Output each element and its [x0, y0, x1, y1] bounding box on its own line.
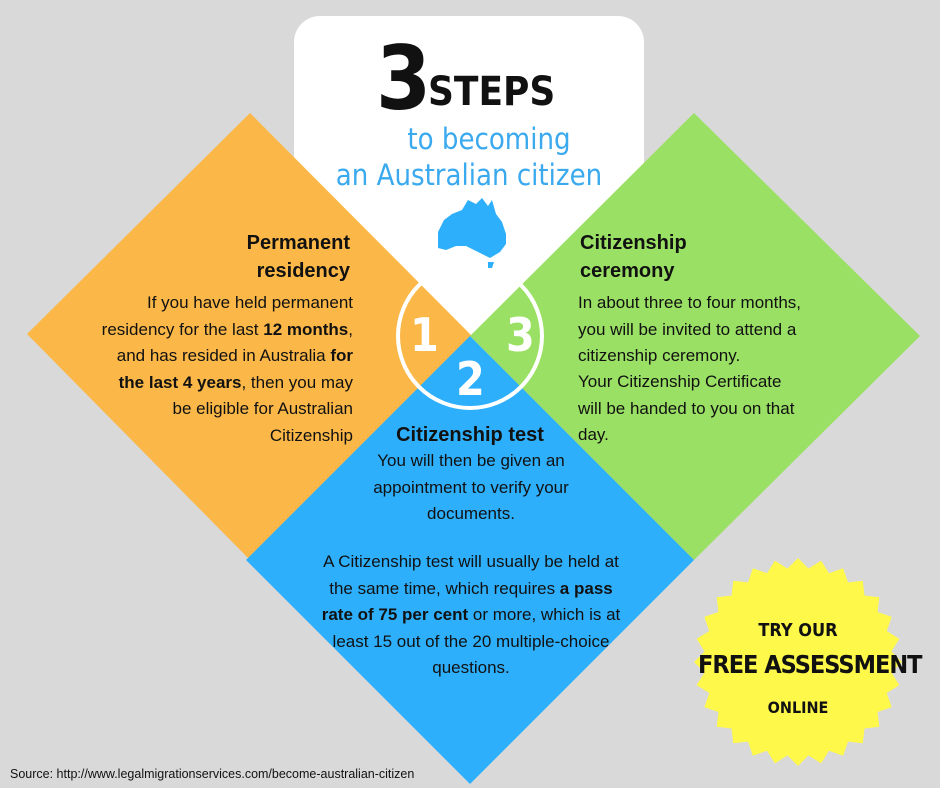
step-3-heading-line2: ceremony: [580, 260, 675, 282]
text-segment: , then you may be eligible for Australia…: [172, 372, 353, 445]
source-citation: Source: http://www.legalmigrationservice…: [10, 767, 415, 781]
title-subtitle-line1: to becoming: [407, 122, 571, 156]
text-segment: If you have held permanent residency for…: [101, 293, 353, 339]
title-subtitle-line2: an Australian citizen: [335, 158, 603, 192]
step-2-description-1: You will then be given an appointment to…: [373, 451, 569, 523]
title-steps: STEPS: [428, 69, 556, 115]
step-3-description-1: In about three to four months, you will …: [578, 293, 802, 365]
emphasis-text: for the last 4 years: [118, 346, 353, 392]
step-2-heading: Citizenship test: [396, 424, 544, 446]
title-number: 3: [376, 27, 431, 130]
step-2-description-2: A Citizenship test will usually be held …: [312, 549, 630, 682]
badge-line-3[interactable]: ONLINE: [767, 698, 829, 717]
free-assessment-badge: [694, 558, 902, 766]
text-segment: A Citizenship test will usually be held …: [323, 552, 619, 598]
step-3-heading-line1: Citizenship: [580, 232, 687, 254]
step-2-diamond: [246, 336, 694, 784]
step-number-ring: [396, 262, 544, 410]
text-segment: , and has resided in Australia: [116, 319, 353, 366]
step-3-number: 3: [506, 308, 535, 362]
badge-line-2[interactable]: FREE ASSESSMENT: [698, 650, 923, 679]
step-1-heading-line2: residency: [256, 260, 350, 282]
emphasis-text: a pass rate of 75 per cent: [321, 578, 613, 625]
step-1-description: If you have held permanent residency for…: [96, 290, 353, 449]
text-segment: or more, which is at least 15 out of the…: [332, 605, 621, 677]
step-2-number: 2: [456, 352, 485, 406]
step-3-diamond: [470, 113, 920, 560]
step-3-description-2: Your Citizenship Certificate will be han…: [578, 372, 795, 444]
emphasis-text: 12 months: [263, 319, 349, 339]
badge-line-1[interactable]: TRY OUR: [758, 620, 838, 641]
step-1-number: 1: [410, 308, 439, 362]
step-1-heading-line1: Permanent: [246, 232, 350, 254]
australia-map-icon: [438, 198, 506, 268]
